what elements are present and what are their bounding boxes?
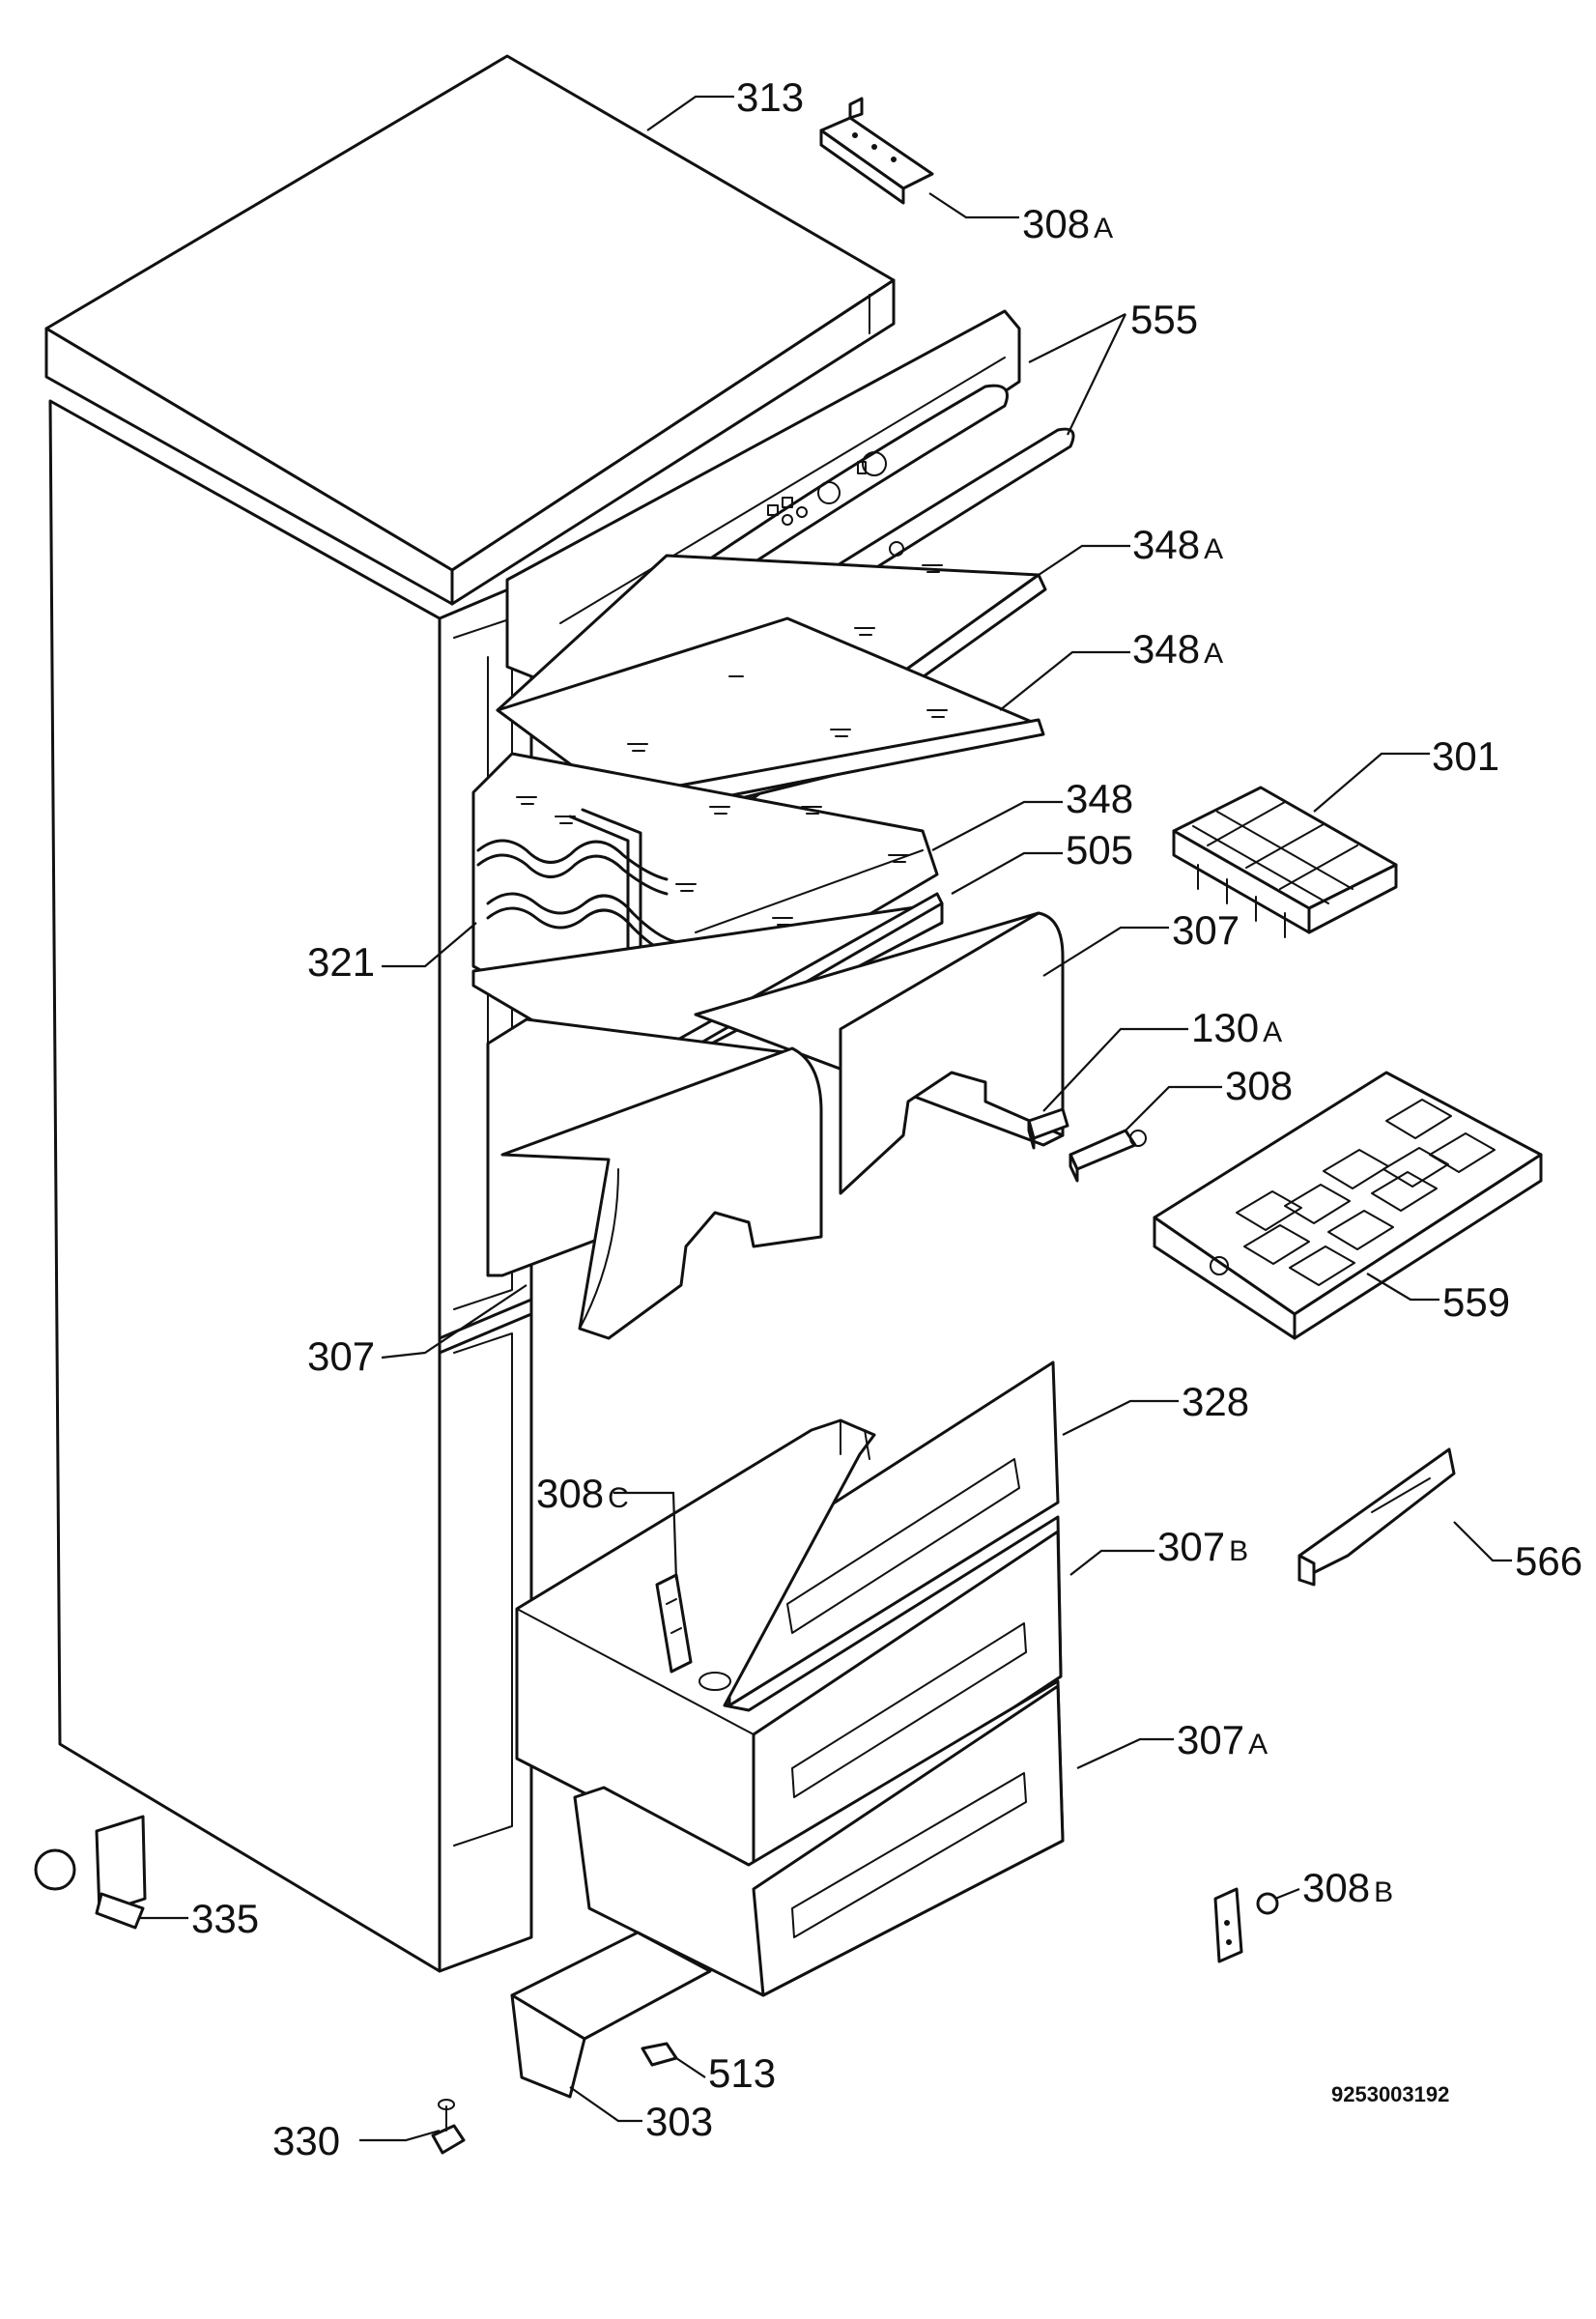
label-303: 303 bbox=[645, 2099, 713, 2144]
cold-pack-grid bbox=[1236, 1099, 1496, 1286]
cold-pack bbox=[1153, 1071, 1543, 1340]
handle-308c bbox=[655, 1573, 693, 1674]
freezer-drawer-left bbox=[486, 1017, 823, 1340]
label-330: 330 bbox=[272, 2118, 340, 2163]
adjustable-foot-330 bbox=[431, 2099, 466, 2155]
hinge-308b bbox=[1213, 1887, 1279, 1963]
label-307-left: 307 bbox=[307, 1333, 375, 1379]
hinge-top bbox=[819, 97, 934, 205]
hinge-308 bbox=[1069, 1129, 1147, 1183]
kickplate-303 bbox=[510, 1931, 712, 2099]
label-348: 348 bbox=[1066, 776, 1133, 821]
ice-tray bbox=[1172, 786, 1398, 938]
label-513: 513 bbox=[708, 2050, 776, 2096]
label-307-top: 307 bbox=[1172, 907, 1240, 953]
foot-335 bbox=[34, 1815, 147, 1930]
label-313: 313 bbox=[736, 74, 804, 120]
label-559: 559 bbox=[1442, 1279, 1510, 1325]
glass-shelf-middle bbox=[496, 616, 1045, 823]
leader-lines bbox=[140, 95, 1512, 2142]
label-321: 321 bbox=[307, 939, 375, 985]
cover-513 bbox=[641, 2042, 678, 2067]
cabinet bbox=[48, 399, 533, 1973]
label-328: 328 bbox=[1182, 1379, 1249, 1424]
label-566: 566 bbox=[1515, 1538, 1582, 1584]
label-505: 505 bbox=[1066, 827, 1133, 873]
top-cover bbox=[44, 54, 896, 606]
label-555: 555 bbox=[1130, 297, 1198, 342]
label-301: 301 bbox=[1432, 733, 1499, 779]
freezer-drawer-right bbox=[694, 911, 1065, 1195]
drawing-code: 9253003192 bbox=[1331, 2082, 1449, 2106]
drawer-307a bbox=[573, 1679, 1065, 1997]
ice-scraper bbox=[1297, 1447, 1456, 1587]
clip-130a bbox=[1027, 1107, 1069, 1150]
label-308: 308 bbox=[1225, 1063, 1293, 1108]
label-335: 335 bbox=[191, 1896, 259, 1941]
